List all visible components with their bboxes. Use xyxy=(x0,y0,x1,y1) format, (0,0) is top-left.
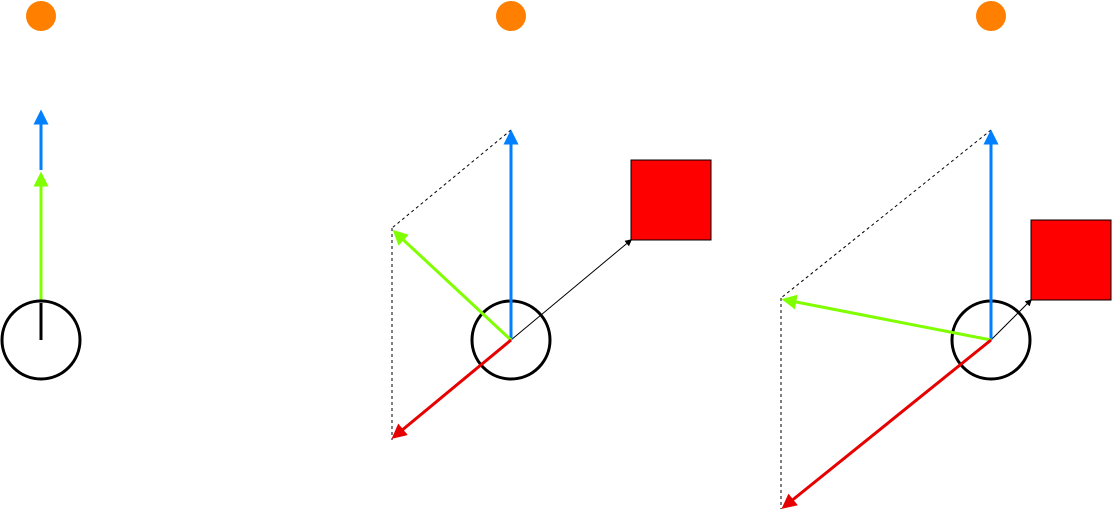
panel-obstacle-far xyxy=(391,1,712,440)
panel-no-obstacle xyxy=(0,1,82,381)
steering-velocity-arrow xyxy=(392,229,513,342)
obstacle-square xyxy=(1030,219,1112,301)
avoidance-force-arrow xyxy=(391,338,512,439)
steering-velocity-arrow xyxy=(781,294,992,342)
obstacle-direction-arrow xyxy=(990,299,1032,341)
agent-circle xyxy=(0,299,82,381)
dashed-helper-line xyxy=(391,129,512,229)
obstacle-square xyxy=(630,159,712,241)
obstacle-direction-arrow xyxy=(510,239,633,341)
goal-dot xyxy=(496,1,526,31)
goal-dot xyxy=(26,1,56,31)
avoidance-force-arrow xyxy=(781,338,992,509)
goal-dot xyxy=(976,1,1006,31)
panel-obstacle-near xyxy=(780,1,1112,509)
dashed-helper-line xyxy=(780,129,992,299)
